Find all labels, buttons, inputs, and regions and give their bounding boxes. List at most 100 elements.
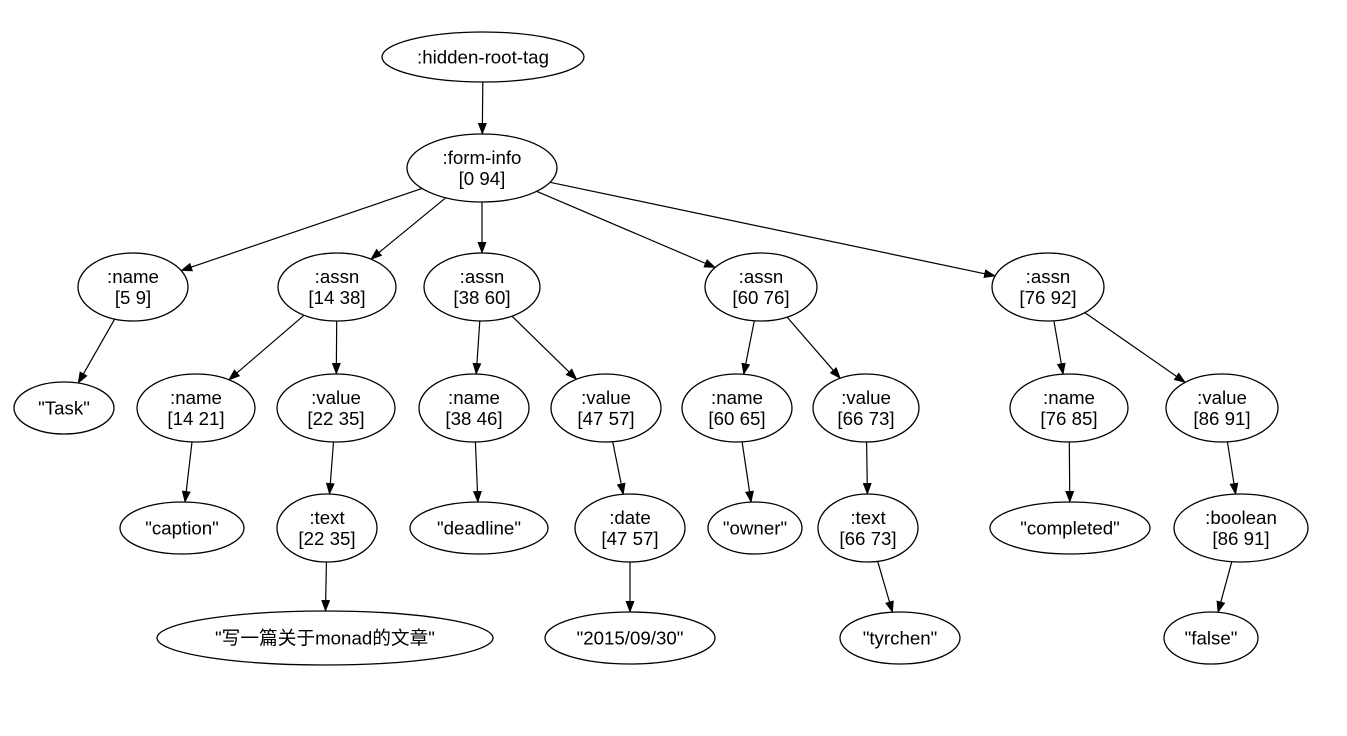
node-ellipse-assn-14-38: [277, 252, 397, 322]
tree-edge-assn-60-76-to-name-60-65: [741, 320, 755, 376]
tree-node-boolean-86-91: :boolean[86 91]: [1173, 493, 1309, 563]
tree-edge-text-22-35-to-caption-value: [321, 561, 331, 612]
node-label-value-86-91-line2: [86 91]: [1193, 408, 1250, 429]
node-ellipse-assn-60-76: [704, 252, 818, 322]
tree-edge-assn-38-60-to-value-47-57: [511, 315, 578, 380]
node-label-name-38-46-line1: :name: [448, 387, 500, 408]
node-ellipse-assn-38-60: [423, 252, 541, 322]
node-label-assn-38-60-line2: [38 60]: [453, 287, 510, 308]
node-label-text-22-35-line1: :text: [309, 507, 345, 528]
tree-node-name-76-85: :name[76 85]: [1009, 373, 1129, 443]
nodes-layer: :hidden-root-tag :form-info[0 94] :name[5 …: [13, 31, 1309, 666]
node-label-assn-14-38-line2: [14 38]: [308, 287, 365, 308]
node-label-name-38-46-line2: [38 46]: [445, 408, 502, 429]
tree-node-text-66-73: :text[66 73]: [817, 493, 919, 563]
node-label-completed-value-line1: "false": [1185, 628, 1238, 649]
tree-edge-form-info-to-assn-76-92: [549, 181, 997, 279]
node-label-owner-value-line1: "tyrchen": [863, 628, 938, 649]
tree-node-name-60-65: :name[60 65]: [681, 373, 793, 443]
node-label-name-76-85-line1: :name: [1043, 387, 1095, 408]
tree-edge-value-66-73-to-text-66-73: [862, 441, 872, 495]
tree-node-form-info: :form-info[0 94]: [406, 133, 558, 203]
node-label-boolean-86-91-line1: :boolean: [1205, 507, 1277, 528]
node-label-name-14-21-line1: :name: [170, 387, 222, 408]
node-label-value-22-35-line2: [22 35]: [307, 408, 364, 429]
node-ellipse-value-47-57: [550, 373, 662, 443]
tree-node-value-86-91: :value[86 91]: [1165, 373, 1279, 443]
node-ellipse-assn-76-92: [991, 252, 1105, 322]
tree-edge-form-info-to-assn-60-76: [536, 190, 717, 269]
node-ellipse-date-47-57: [574, 493, 686, 563]
tree-edge-boolean-86-91-to-completed-value: [1216, 561, 1233, 614]
tree-node-date-value: "2015/09/30": [544, 611, 716, 665]
node-ellipse-name-5-9: [77, 252, 189, 322]
tree-edge-assn-38-60-to-name-38-46: [472, 320, 482, 375]
tree-node-owner: "owner": [707, 501, 803, 555]
node-label-value-66-73-line2: [66 73]: [837, 408, 894, 429]
tree-node-assn-76-92: :assn[76 92]: [991, 252, 1105, 322]
node-label-value-47-57-line2: [47 57]: [577, 408, 634, 429]
node-ellipse-form-info: [406, 133, 558, 203]
node-ellipse-caption-value: [156, 610, 494, 666]
node-ellipse-value-86-91: [1165, 373, 1279, 443]
tree-edge-name-76-85-to-completed: [1065, 441, 1075, 503]
node-ellipse-boolean-86-91: [1173, 493, 1309, 563]
node-label-task-line1: "Task": [38, 398, 90, 419]
tree-node-deadline: "deadline": [409, 501, 549, 555]
tree-node-name-38-46: :name[38 46]: [418, 373, 530, 443]
node-label-boolean-86-91-line2: [86 91]: [1212, 528, 1269, 549]
tree-edge-text-66-73-to-owner-value: [877, 561, 894, 614]
node-label-name-76-85-line2: [76 85]: [1040, 408, 1097, 429]
node-ellipse-hidden-root-tag: [381, 31, 585, 83]
node-ellipse-name-60-65: [681, 373, 793, 443]
edges-layer: [77, 81, 1239, 614]
tree-edge-value-22-35-to-text-22-35: [325, 441, 335, 495]
tree-node-assn-60-76: :assn[60 76]: [704, 252, 818, 322]
node-label-caption-value-line1: "写一篇关于monad的文章": [215, 628, 435, 649]
tree-edge-name-5-9-to-task: [77, 318, 116, 384]
node-ellipse-date-value: [544, 611, 716, 665]
node-label-form-info-line1: :form-info: [443, 147, 522, 168]
node-label-value-47-57-line1: :value: [581, 387, 631, 408]
node-ellipse-owner: [707, 501, 803, 555]
node-label-assn-60-76-line2: [60 76]: [732, 287, 789, 308]
node-ellipse-value-66-73: [812, 373, 920, 443]
tree-node-hidden-root-tag: :hidden-root-tag: [381, 31, 585, 83]
node-label-date-47-57-line2: [47 57]: [601, 528, 658, 549]
node-label-name-60-65-line1: :name: [711, 387, 763, 408]
node-label-assn-60-76-line1: :assn: [739, 266, 784, 287]
node-ellipse-completed: [989, 501, 1151, 555]
node-label-caption-line1: "caption": [145, 518, 219, 539]
tree-node-completed-value: "false": [1163, 611, 1259, 665]
node-label-date-value-line1: "2015/09/30": [577, 628, 684, 649]
node-label-assn-76-92-line2: [76 92]: [1019, 287, 1076, 308]
tree-edge-assn-14-38-to-name-14-21: [228, 314, 305, 381]
tree-edge-hidden-root-tag-to-form-info: [477, 81, 487, 135]
tree-edge-assn-60-76-to-value-66-73: [786, 316, 841, 380]
tree-edge-assn-76-92-to-value-86-91: [1084, 312, 1187, 383]
node-label-completed-line1: "completed": [1020, 518, 1120, 539]
node-label-value-86-91-line1: :value: [1197, 387, 1247, 408]
tree-node-value-47-57: :value[47 57]: [550, 373, 662, 443]
node-ellipse-deadline: [409, 501, 549, 555]
node-label-name-60-65-line2: [60 65]: [708, 408, 765, 429]
tree-edge-name-38-46-to-deadline: [472, 441, 482, 503]
node-label-name-14-21-line2: [14 21]: [167, 408, 224, 429]
node-ellipse-name-38-46: [418, 373, 530, 443]
tree-node-value-66-73: :value[66 73]: [812, 373, 920, 443]
tree-edge-form-info-to-name-5-9: [180, 187, 423, 272]
node-ellipse-text-66-73: [817, 493, 919, 563]
tree-node-name-5-9: :name[5 9]: [77, 252, 189, 322]
node-label-deadline-line1: "deadline": [437, 518, 521, 539]
node-label-owner-line1: "owner": [723, 518, 787, 539]
node-label-assn-76-92-line1: :assn: [1026, 266, 1071, 287]
node-label-value-66-73-line1: :value: [841, 387, 891, 408]
tree-node-assn-14-38: :assn[14 38]: [277, 252, 397, 322]
node-label-name-5-9-line1: :name: [107, 266, 159, 287]
node-ellipse-name-76-85: [1009, 373, 1129, 443]
tree-edge-assn-76-92-to-name-76-85: [1053, 320, 1066, 376]
tree-edge-name-60-65-to-owner: [741, 441, 754, 504]
node-ellipse-value-22-35: [276, 373, 396, 443]
